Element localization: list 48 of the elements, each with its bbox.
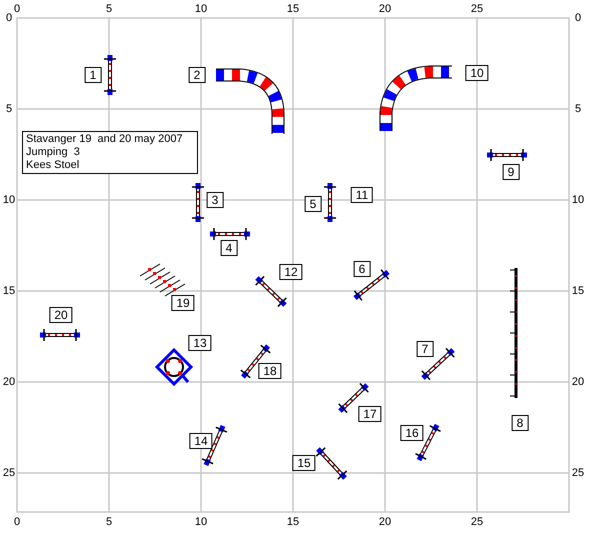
obstacle-number: 2	[188, 67, 206, 83]
axis-tick-label: 25	[470, 516, 484, 528]
obstacle-number: 8	[512, 415, 528, 431]
axis-tick-label: 10	[194, 516, 208, 528]
axis-tick-label: 0	[574, 12, 582, 24]
axis-tick-label: 10	[194, 3, 208, 15]
axis-tick-label: 0	[14, 3, 20, 15]
axis-tick-label: 25	[470, 3, 484, 15]
axis-tick-label: 0	[6, 12, 12, 24]
axis-tick-label: 15	[286, 516, 300, 528]
axis-tick-label: 15	[2, 285, 16, 297]
obstacle-number: 1	[84, 67, 102, 83]
axis-tick-label: 15	[286, 3, 300, 15]
axis-tick-label: 15	[572, 285, 584, 297]
obstacle-number: 5	[304, 196, 322, 212]
axis-tick-label: 10	[572, 194, 584, 206]
obstacle-number: 17	[358, 406, 382, 422]
obstacle-number: 20	[49, 307, 73, 323]
axis-tick-label: 20	[2, 376, 16, 388]
axis-tick-label: 20	[572, 376, 584, 388]
axis-tick-label: 0	[14, 516, 20, 528]
axis-tick-label: 5	[574, 103, 582, 115]
axis-tick-label: 20	[378, 3, 392, 15]
obstacle-number: 12	[279, 264, 303, 280]
info-text: Kees Stoel	[26, 159, 80, 172]
obstacle-number: 19	[171, 295, 195, 311]
info-text: Stavanger 19 and 20 may 2007	[26, 133, 184, 146]
obstacle-number: 11	[350, 187, 374, 203]
obstacle-number: 14	[189, 433, 213, 449]
axis-tick-label: 5	[106, 516, 112, 528]
obstacle-number: 3	[206, 192, 224, 208]
axis-tick-label: 5	[106, 3, 112, 15]
axis-tick-label: 25	[2, 467, 16, 479]
axis-tick-label: 10	[2, 194, 16, 206]
obstacle-number: 6	[354, 261, 370, 277]
obstacle-number: 15	[292, 455, 316, 471]
obstacle-number: 9	[502, 164, 520, 180]
axis-tick-label: 20	[378, 516, 392, 528]
obstacle-number: 10	[465, 65, 489, 81]
course-info-panel	[22, 131, 198, 174]
info-text: Jumping 3	[26, 146, 81, 159]
obstacle-number: 4	[220, 240, 238, 256]
obstacle-number: 16	[400, 425, 424, 441]
axis-tick-label: 25	[572, 467, 584, 479]
obstacle-number: 13	[188, 335, 212, 351]
obstacle-number: 7	[416, 341, 434, 357]
obstacle-number: 18	[258, 363, 282, 379]
axis-tick-label: 5	[6, 103, 12, 115]
